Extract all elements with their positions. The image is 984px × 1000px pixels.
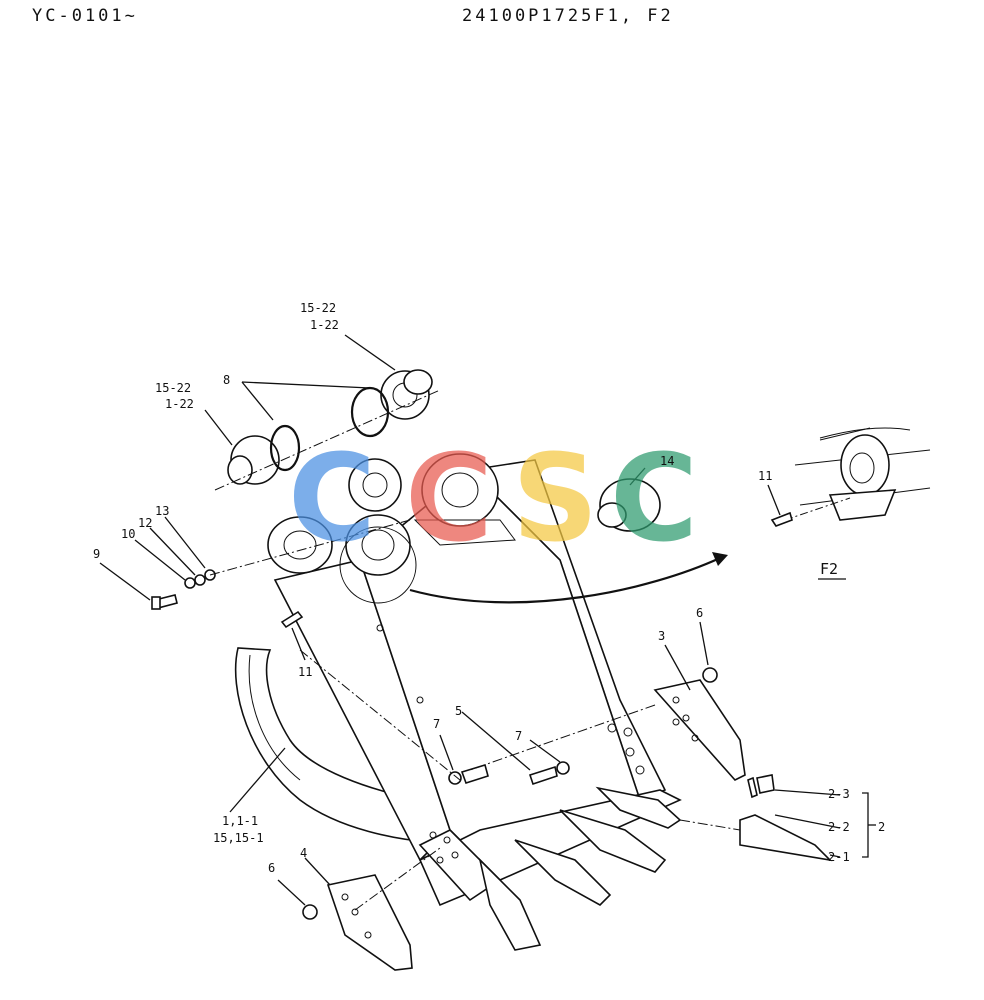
o-ring-top <box>350 386 390 438</box>
tooth-pin-2-3 <box>747 776 758 799</box>
o-ring-left <box>269 424 301 472</box>
washer-12 <box>194 574 206 586</box>
label-bushing-14: 14 <box>660 454 674 468</box>
nut-6-top <box>702 667 718 683</box>
label-tooth-2-2: 2-2 <box>828 820 850 834</box>
side-cutter-3 <box>653 679 746 781</box>
label-bushing-left-b: 1-22 <box>165 397 194 411</box>
label-bolt-5: 5 <box>455 704 462 718</box>
label-bolt-9: 9 <box>93 547 100 561</box>
bolt-7-left <box>448 763 489 785</box>
watermark-letter-4: C <box>610 430 698 569</box>
header-right-code: 24100P1725F1, F2 <box>462 6 674 26</box>
washer-10 <box>184 577 196 589</box>
watermark-letter-1: C <box>288 430 376 569</box>
label-bolt-7: 7 <box>433 717 440 731</box>
label-pin-11: 11 <box>298 665 312 679</box>
label-nut-6-bottom: 6 <box>268 861 275 875</box>
side-cutter-4 <box>326 874 413 971</box>
tooth-point-2-1 <box>739 814 833 862</box>
bolt-9 <box>151 594 178 610</box>
bolt-5 <box>528 761 570 786</box>
label-ring-8: 8 <box>223 373 230 387</box>
watermark-logo: C C S C <box>288 430 698 569</box>
bushing-left <box>227 435 280 485</box>
label-bucket-a: 1,1-1 <box>222 814 258 828</box>
label-detail-f2: F2 <box>820 560 838 578</box>
side-cutter-4-holes <box>341 893 372 939</box>
tooth-lock-2-2 <box>756 774 775 794</box>
label-washer-12: 12 <box>138 516 152 530</box>
label-tooth-2-3: 2-3 <box>828 787 850 801</box>
label-nut-6-top: 6 <box>696 606 703 620</box>
leader-lines <box>99 334 876 911</box>
label-tooth-2-1: 2-1 <box>828 850 850 864</box>
pin-bosses <box>267 453 516 576</box>
bushing-top <box>380 369 433 420</box>
detail-view-f2 <box>767 427 931 580</box>
header-left-code: YC-0101~ <box>32 6 138 26</box>
bucket-body <box>234 459 682 951</box>
watermark-letter-3: S <box>512 430 598 569</box>
label-bolt-7b: 7 <box>515 729 522 743</box>
label-washer-10: 10 <box>121 527 135 541</box>
watermark-letter-2: C <box>405 430 493 569</box>
label-side-cutter-3: 3 <box>658 629 665 643</box>
label-side-cutter-4: 4 <box>300 846 307 860</box>
label-bushing-top-b: 1-22 <box>310 318 339 332</box>
label-bucket-b: 15,15-1 <box>213 831 264 845</box>
nut-6-bottom <box>302 904 318 920</box>
label-bushing-top-a: 15-22 <box>300 301 336 315</box>
side-cutter-3-holes <box>672 696 699 742</box>
label-detail-11: 11 <box>758 469 772 483</box>
bushing-14 <box>597 478 661 532</box>
label-washer-13: 13 <box>155 504 169 518</box>
pin-11 <box>280 610 304 629</box>
callout-labels: 15-22 1-22 15-22 1-22 8 14 9 10 12 13 11… <box>93 301 885 875</box>
label-bushing-left-a: 15-22 <box>155 381 191 395</box>
label-tooth-group-2: 2 <box>878 820 885 834</box>
